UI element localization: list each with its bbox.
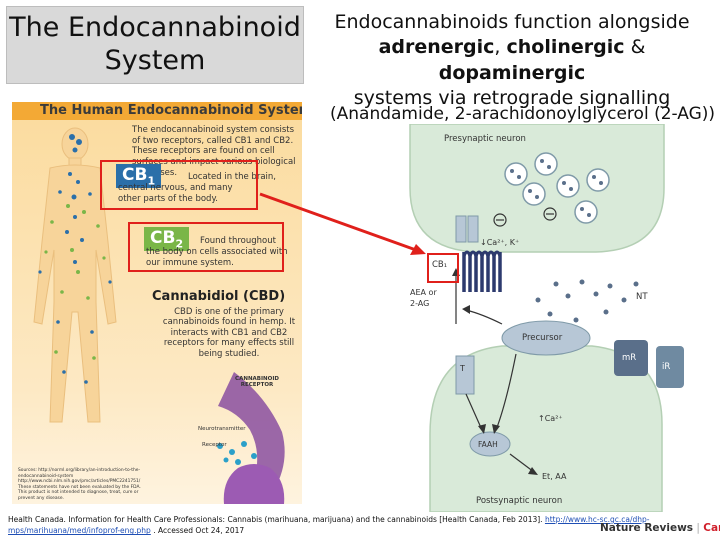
ca-k-label: ↓Ca²⁺, K⁺ [480,238,520,247]
subtitle-cholinergic: cholinergic [506,36,625,59]
slide-subtitle: Endocannabinoids function alongside adre… [304,10,720,111]
subtitle-line3: systems via retrograde signalling [353,86,671,109]
subtitle-dopaminergic: dopaminergic [438,61,586,84]
citation-link-part1[interactable]: http://www.hc-sc.gc.ca/dhp- [544,515,650,524]
ir-label: iR [662,362,671,372]
nature-reviews-logo: Nature Reviews | Cancer [600,522,720,534]
poster-title: The Human Endocannabinoid System [40,103,302,118]
neurotransmitter-label: Neurotransmitter [198,426,246,432]
cb1-line3: other parts of the body. [118,194,218,204]
subtitle-amp: & [624,36,646,59]
poster-sources: Sources: http://norml.org/library/an-int… [18,468,141,501]
cb1-diagram-highlight-box [427,253,459,283]
cb2-tag: CB2 [144,227,190,252]
et-aa-label: Et, AA [542,472,567,481]
slide-title-line1: The Endocannabinoid [9,12,301,44]
parenthetical-note: (Anandamide, 2-arachidonoylglycerol (2-A… [330,104,716,124]
cbd-title: Cannabidiol (CBD) [152,289,286,304]
citation-text: Health Canada. Information for Health Ca… [8,515,545,524]
cb1-diagram-label: CB₁ [432,260,448,270]
receptor-illustration [217,372,285,504]
presynaptic-label: Presynaptic neuron [444,134,526,144]
transporter-label: T [460,364,465,373]
cb1-tag: CB1 [116,164,162,189]
citation-link-part2[interactable]: mps/marihuana/med/infoprof-eng.php [8,526,151,536]
precursor-label: Precursor [522,333,563,343]
human-body-illustration [33,127,117,423]
ca-up-label: ↑Ca²⁺ [538,414,563,423]
cb1-tag-text: CB [122,165,148,185]
subtitle-line2: adrenergic, cholinergic & dopaminergic [304,35,720,86]
citation: Health Canada. Information for Health Ca… [8,514,714,537]
mr-label: mR [622,353,637,363]
subtitle-line1: Endocannabinoids function alongside [334,11,690,33]
citation-accessed: . Accessed Oct 24, 2017 [150,526,245,536]
cb2-line3: our immune system. [146,258,234,268]
subtitle-adrenergic: adrenergic [378,36,495,59]
logo-cancer: Cancer [703,522,720,534]
cb2-line1: Found throughout [200,236,276,246]
cannabinoid-receptor-label: CANNABINOID RECEPTOR [235,376,279,389]
aea-label: AEA or [410,288,437,297]
logo-main: Nature Reviews [600,522,694,534]
receptor-small-label: Receptor [202,442,227,448]
cb1-line2: central nervous, and many [118,183,233,193]
cb2-tag-sub: 2 [175,237,184,251]
cb2-line2: the body on cells associated with [146,247,288,257]
cb1-tag-sub: 1 [147,174,156,188]
slide-title: The Endocannabinoid System [6,6,304,84]
nt-label: NT [636,292,648,302]
faah-label: FAAH [478,440,498,449]
cb2-highlight-box [128,222,284,272]
synapse-diagram: Presynaptic neuron ↓Ca²⁺, K⁺ CB₁ AEA or … [306,124,720,512]
subtitle-comma: , [494,36,507,59]
poster-header-bar [12,102,302,120]
cb1-highlight-box [100,160,258,210]
cb2-tag-text: CB [150,228,176,248]
postsynaptic-label: Postsynaptic neuron [476,496,563,506]
logo-separator: | [693,522,704,534]
synapse-illustration [409,124,684,512]
two-ag-label: 2-AG [410,299,430,308]
endocannabinoid-poster: The Human Endocannabinoid System The end… [12,96,302,504]
slide-title-line2: System [104,45,206,76]
cbd-text: CBD is one of the primary cannabinoids f… [162,307,296,359]
cb1-line1: Located in the brain, [188,172,276,182]
